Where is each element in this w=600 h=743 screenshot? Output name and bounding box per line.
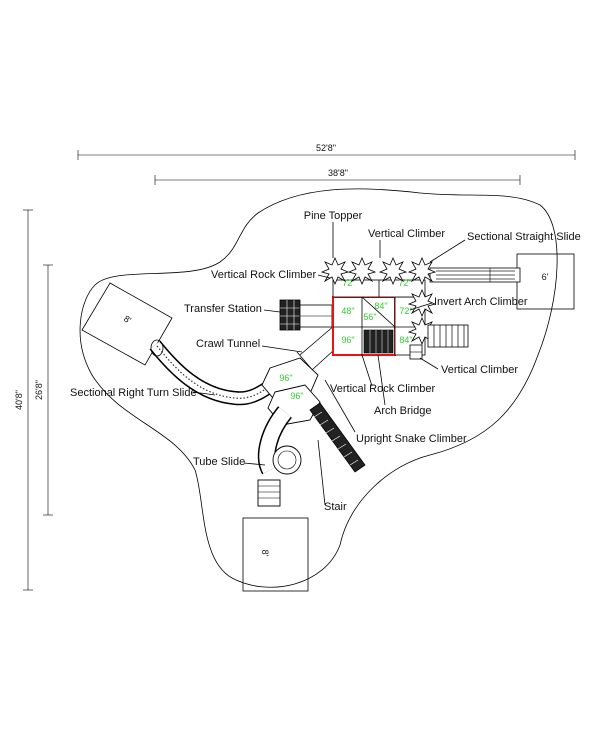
pine-topper-icon [378,256,408,286]
label-vertical-rock-climber-bottom: Vertical Rock Climber [330,383,435,395]
tube-slide [257,406,302,507]
left-zone-label: 8' [122,313,133,325]
label-crawl-tunnel: Crawl Tunnel [196,338,260,350]
label-stair: Stair [324,501,347,513]
deck-top-right-size: 72" [398,278,411,288]
deck-mid-right-size: 72" [399,306,412,316]
label-vertical-rock-climber-top: Vertical Rock Climber [211,269,316,281]
label-vertical-climber-right: Vertical Climber [441,364,518,376]
left-slide-exit-zone: 8' [81,282,173,366]
pine-topper-icons [320,256,437,346]
sectional-straight-slide [429,267,521,283]
right-zone-label: 6' [542,272,549,282]
sectional-right-turn-slide [149,339,277,406]
upright-snake-climber [309,402,366,473]
dimension-overall-depth: 40'8" [14,209,33,591]
label-invert-arch-climber: Invert Arch Climber [434,296,528,308]
bottom-zone-label: 8' [260,550,270,557]
label-transfer-station: Transfer Station [184,303,262,315]
dimension-overall-width: 52'8" [77,143,576,160]
invert-arch-climber [427,324,469,348]
pine-topper-icon [320,256,350,286]
vertical-climber-right [409,344,423,360]
deck-mid-left-size: 48" [341,306,354,316]
label-pine-topper: Pine Topper [304,210,363,222]
main-deck-tower: 72" 72" 48" 84" 56" 72" 96" 84" [332,278,426,356]
pine-topper-icon [347,256,377,286]
leader-lines [192,222,466,506]
overall-depth-label: 40'8" [14,390,24,410]
dimension-inner-depth: 26'8" [34,264,53,516]
use-zone-outline [79,188,558,588]
deck-bottom-right-size: 84" [399,335,412,345]
inner-width-label: 38'8" [328,168,348,178]
pine-topper-icon [407,288,437,318]
bottom-slide-exit-zone: 8' [242,517,309,592]
overall-width-label: 52'8" [316,143,336,153]
deck-top-left-size: 72" [342,278,355,288]
dimension-inner-width: 38'8" [154,168,521,185]
transfer-station [279,299,333,331]
deck-bottom-left-size: 96" [341,335,354,345]
inner-depth-label: 26'8" [34,380,44,400]
label-arch-bridge: Arch Bridge [374,405,431,417]
deck-mid-center-top-size: 84" [374,301,387,311]
label-vertical-climber-top: Vertical Climber [368,228,445,240]
deck-mid-center-size: 56" [363,312,376,322]
label-sectional-right-turn-slide: Sectional Right Turn Slide [70,387,197,399]
label-tube-slide: Tube Slide [193,456,245,468]
hex-lower-size: 96" [290,391,303,401]
label-upright-snake-climber: Upright Snake Climber [356,433,467,445]
hex-upper-size: 96" [279,373,292,383]
pine-topper-icon [407,256,437,286]
label-sectional-straight-slide: Sectional Straight Slide [467,231,581,243]
